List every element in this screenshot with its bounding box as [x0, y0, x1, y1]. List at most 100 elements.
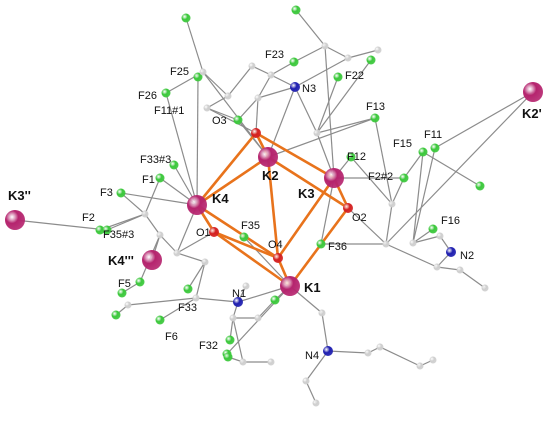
label-F1: F1	[142, 174, 155, 186]
bond-C33-N4	[321, 312, 329, 352]
k-o-bond-K2-O4	[266, 156, 280, 259]
atom-F16	[428, 224, 438, 234]
label-K4: K4	[212, 191, 229, 206]
atom-Ff	[111, 310, 121, 320]
atom-C22	[192, 294, 200, 302]
label-F23: F23	[265, 49, 284, 61]
bond-F2_2-F15	[403, 151, 424, 179]
bond-C4-Fb	[295, 9, 326, 47]
label-F11_1: F11#1	[154, 105, 184, 117]
atom-F2_2	[399, 173, 409, 183]
bond-C19-C21	[176, 252, 206, 263]
atom-N4	[323, 346, 333, 356]
atom-F33	[183, 284, 193, 294]
bond-F13-C10	[316, 117, 376, 134]
bond-K2-N3	[267, 86, 296, 158]
bond-F15-C13	[412, 151, 424, 244]
bond-F22-C10	[316, 76, 339, 134]
atom-Fh	[223, 352, 233, 362]
label-K2p: K2'	[522, 106, 542, 121]
bond-C22-F6	[159, 297, 197, 321]
k-o-bond-K4-O4	[196, 203, 279, 260]
label-F32: F32	[199, 340, 218, 352]
atom-N1	[233, 297, 243, 307]
atom-C12	[382, 240, 390, 248]
bond-C8-O3	[255, 97, 259, 134]
atom-C19	[173, 249, 181, 257]
atom-O4	[273, 253, 283, 263]
bond-C4-F23	[293, 45, 326, 63]
atom-C25	[239, 358, 247, 366]
bond-C21-C22	[195, 261, 206, 299]
bond-K3-C4	[324, 45, 335, 179]
atom-layer	[5, 5, 543, 407]
label-K3: K3	[298, 186, 315, 201]
atom-C4	[321, 42, 329, 50]
bond-C22-C35	[127, 297, 197, 306]
atom-C35	[124, 301, 132, 309]
label-N4: N4	[305, 350, 319, 362]
label-N2: N2	[460, 250, 474, 262]
bond-C30-C31	[379, 346, 421, 367]
atom-K1	[280, 276, 300, 296]
bond-N4-C29	[327, 350, 369, 354]
label-K4ppp: K4'''	[108, 253, 134, 268]
atom-K4	[187, 195, 207, 215]
atom-F33_3	[169, 160, 179, 170]
label-F11: F11	[424, 129, 442, 141]
atom-C3	[267, 71, 275, 79]
atom-O2	[343, 203, 353, 213]
label-layer: K1 K2 K3 K4 K2' K3'' K4''' O1 O2 O3 O4 N…	[8, 49, 542, 362]
atom-C24	[254, 314, 262, 322]
label-F6: F6	[165, 331, 178, 343]
bond-K3pp-F35_3	[14, 219, 108, 231]
atom-C16	[481, 284, 489, 292]
bond-C2-C3	[251, 65, 272, 76]
atom-C23	[229, 314, 237, 322]
atom-Fe	[117, 288, 127, 298]
bond-K1-F35	[243, 236, 291, 287]
label-F16: F16	[441, 215, 460, 227]
atom-K3	[324, 168, 344, 188]
atom-F11	[430, 143, 440, 153]
atom-F35	[239, 232, 249, 242]
atom-C21	[201, 258, 209, 266]
bond-C12-C14	[385, 243, 438, 268]
atom-C20	[156, 231, 164, 239]
atom-C8	[254, 94, 262, 102]
atom-C5	[344, 54, 352, 62]
label-F25: F25	[170, 66, 189, 78]
label-F3: F3	[100, 187, 113, 199]
label-O3: O3	[212, 115, 227, 127]
label-O1: O1	[196, 227, 211, 239]
atom-K2	[258, 147, 278, 167]
atom-N2	[446, 247, 456, 257]
atom-C14	[433, 263, 441, 271]
atom-C11	[388, 200, 396, 208]
atom-Fi	[270, 295, 280, 305]
atom-F13	[370, 113, 380, 123]
bond-C27-C28	[305, 380, 317, 404]
atom-C29	[364, 349, 372, 357]
k-o-bond-K4-O3	[195, 132, 258, 206]
atom-C30	[376, 343, 384, 351]
atom-F15	[418, 147, 428, 157]
k-o-bond-O1-O4	[213, 230, 279, 260]
label-F22: F22	[345, 70, 364, 82]
atom-C34	[242, 282, 250, 290]
bond-N3-C8	[257, 86, 296, 99]
bond-F26-K4	[165, 92, 198, 206]
bond-C11-F2_2	[391, 177, 405, 205]
bond-C5-C6	[347, 49, 379, 59]
label-F13: F13	[366, 101, 385, 113]
bond-K2-C1	[202, 71, 269, 158]
atom-F3	[116, 188, 126, 198]
atom-F6	[155, 315, 165, 325]
label-F2_2: F2#2	[368, 171, 393, 183]
atom-C10	[313, 129, 321, 137]
label-F5: F5	[118, 278, 131, 290]
atom-F36	[316, 239, 326, 249]
atom-F23	[289, 57, 299, 67]
atom-C31	[416, 362, 424, 370]
